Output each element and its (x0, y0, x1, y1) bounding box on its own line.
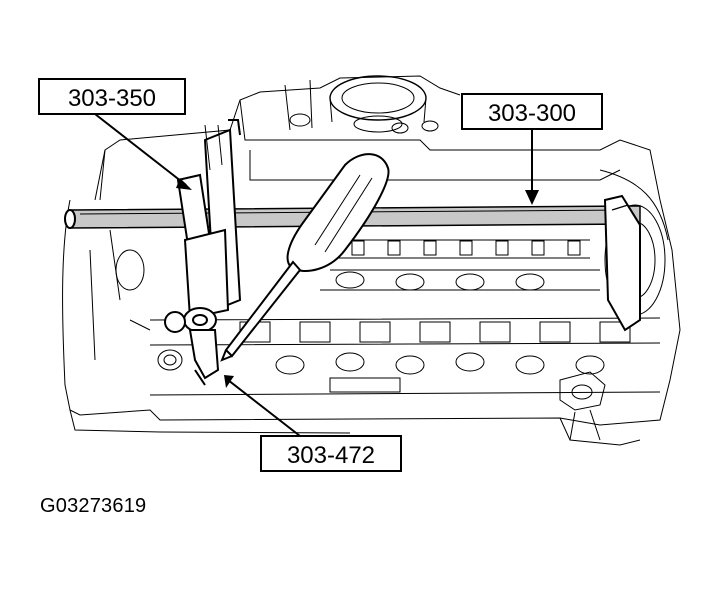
engine-line-art (62, 75, 681, 446)
callout-303-472: 303-472 (224, 375, 402, 472)
screwdriver (220, 153, 390, 362)
callout-303-350-label: 303-350 (68, 85, 156, 112)
callout-303-300-label: 303-300 (488, 100, 576, 127)
callout-303-350: 303-350 (38, 78, 192, 190)
figure-id: G03273619 (40, 495, 147, 517)
callout-303-472-label: 303-472 (287, 442, 375, 469)
callout-303-300: 303-300 (461, 93, 603, 205)
tensioner-tool (164, 119, 242, 386)
